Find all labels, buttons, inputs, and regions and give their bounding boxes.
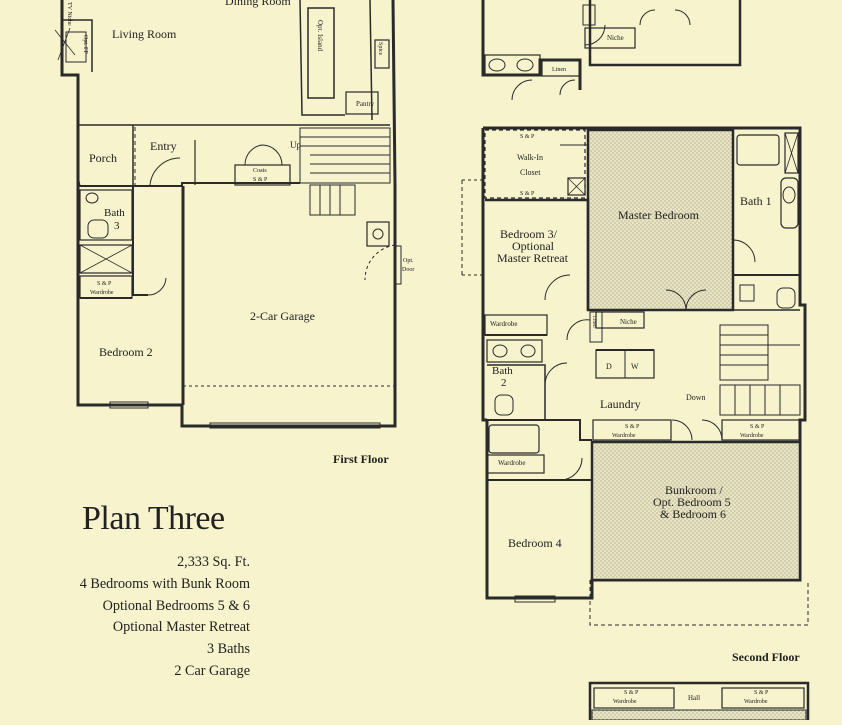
label-bedroom-3-l3: Master Retreat [497, 251, 569, 265]
label-niche: Niche [620, 318, 637, 326]
first-floor-labels: Dining Room Living Room Porch Entry Up C… [66, 0, 414, 359]
label-walkin-sp: S & P [520, 134, 535, 140]
label-bath-1: Bath 1 [740, 194, 772, 208]
inset-labels: S & P Wardrobe Hall S & P Wardrobe [613, 690, 769, 705]
label-entry: Entry [150, 139, 177, 153]
spec-optional-bedrooms: Optional Bedrooms 5 & 6 [102, 597, 250, 614]
label-bunk-l3: & Bedroom 6 [660, 507, 726, 521]
first-floor-label: First Floor [333, 452, 389, 466]
label-dryer: D [606, 362, 612, 371]
pantry-box [345, 91, 379, 115]
label-coats: Coats [253, 168, 267, 174]
spec-garage: 2 Car Garage [174, 662, 250, 679]
label-opt-door-2: Door [402, 267, 414, 273]
label-porch: Porch [89, 151, 117, 165]
option-inset-plan [588, 681, 810, 721]
second-floor-label: Second Floor [732, 650, 800, 664]
label-bunk-wardrobe-right: Wardrobe [740, 433, 764, 439]
label-bedroom-3-l1: Bedroom 3/ [500, 227, 558, 241]
second-floor-stairs [719, 324, 801, 416]
label-bunk-l2: Opt. Bedroom 5 [653, 495, 731, 509]
label-bath-2: Bath [492, 365, 513, 377]
label-inset-sp-right: S & P [754, 690, 769, 696]
label-bedroom-2: Bedroom 2 [99, 345, 153, 359]
second-floor-plan [461, 0, 809, 626]
label-wardrobe-bd3: Wardrobe [490, 320, 517, 328]
label-walkin-sp-2: S & P [520, 191, 535, 197]
label-pantry: Pantry [356, 100, 375, 108]
label-spice: Spice [377, 42, 383, 56]
label-linen: Linen [591, 316, 596, 328]
label-opt-island: Opt. Island [316, 20, 324, 52]
label-opt-fp: Opt. FP [82, 35, 88, 54]
first-floor-stairs [299, 127, 391, 216]
label-garage: 2-Car Garage [250, 309, 315, 323]
second-floor-labels: Niche Linen S & P Walk-In Closet S & P M… [490, 34, 772, 550]
label-washer: W [631, 362, 639, 371]
label-opt-door-1: Opt. [403, 258, 414, 264]
plan-title: Plan Three [82, 500, 225, 537]
spec-baths: 3 Baths [207, 641, 250, 658]
first-floor-outer-wall [60, 0, 397, 428]
label-laundry: Laundry [600, 397, 641, 411]
label-wardrobe-bd4: Wardrobe [498, 459, 525, 467]
label-dining-room: Dining Room [225, 0, 291, 8]
label-bath3-wardrobe: Wardrobe [90, 290, 114, 296]
label-bunk-wardrobe-left: Wardrobe [612, 433, 636, 439]
label-tv-niche: TV Niche [66, 2, 72, 26]
opt-island [307, 7, 335, 99]
label-bedroom-3-l2: Optional [512, 239, 555, 253]
label-walkin: Walk-In [517, 153, 543, 162]
label-bath-2-num: 2 [501, 377, 507, 389]
label-inset-hall: Hall [688, 694, 700, 702]
label-master-bedroom: Master Bedroom [618, 208, 700, 222]
label-linen-top: Linen [552, 67, 566, 73]
plan-specs: 2,333 Sq. Ft. 4 Bedrooms with Bunk Room … [40, 552, 250, 683]
label-bath-3: Bath [104, 207, 125, 219]
label-bunk-l1: Bunkroom / [665, 483, 723, 497]
label-up: Up [290, 140, 301, 150]
label-coats-sp: S & P [253, 177, 268, 183]
label-bath-3-num: 3 [114, 220, 120, 232]
spec-bedrooms: 4 Bedrooms with Bunk Room [79, 575, 250, 592]
label-down: Down [686, 393, 706, 402]
label-bath3-sp: S & P [97, 281, 112, 287]
label-inset-sp-left: S & P [624, 690, 639, 696]
label-inset-wardrobe-right: Wardrobe [744, 699, 768, 705]
label-closet: Closet [520, 168, 541, 177]
first-floor-plan [54, 0, 402, 429]
label-bunk-sp-left: S & P [625, 424, 640, 430]
label-living-room: Living Room [112, 27, 177, 41]
label-bunk-sp-right: S & P [750, 424, 765, 430]
spec-square-feet: 2,333 Sq. Ft. [177, 554, 250, 570]
label-bedroom-4: Bedroom 4 [508, 536, 562, 550]
label-niche-top: Niche [607, 34, 624, 42]
spec-master-retreat: Optional Master Retreat [112, 619, 250, 636]
label-inset-wardrobe-left: Wardrobe [613, 699, 637, 705]
